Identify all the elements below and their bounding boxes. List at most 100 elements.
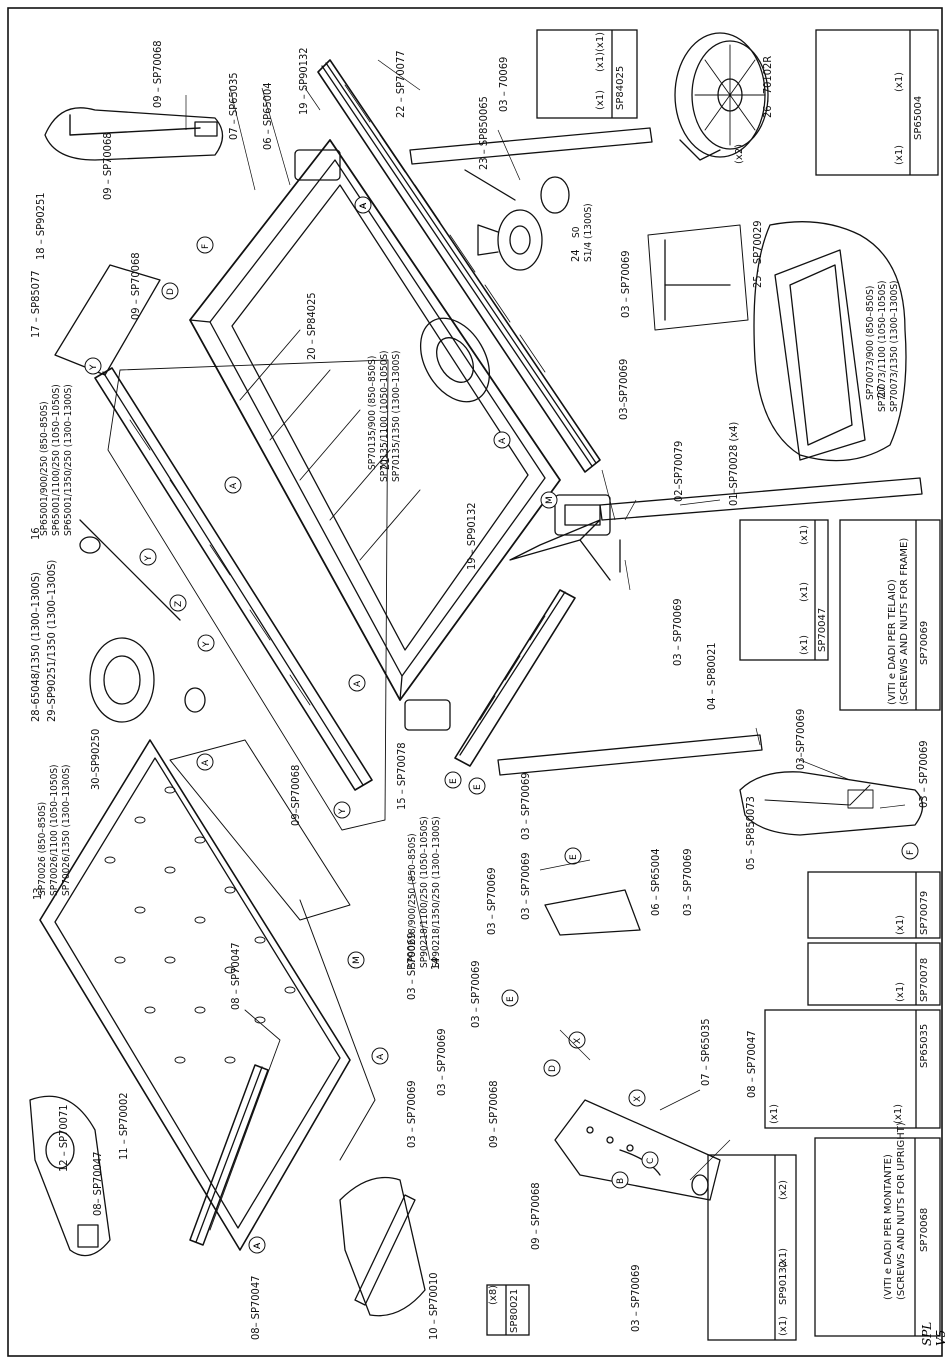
box-sp65035-code: SP65035 [919,1023,930,1068]
pin-09-drawing [44,107,224,161]
box-70102r-q: (x2) [734,143,745,164]
variant-13-b: SP70026/1100 (1050–1050S) [49,764,60,896]
variant-13-a: SP70026 (850–850S) [37,801,48,896]
label-03-70069-top: 03 – 70069 [497,56,510,112]
variant-14-a: SP90218/900/250 (850–850S) [407,833,418,968]
box-sp70068-line2: (SCREWS AND NUTS FOR UPRIGHT) [896,1122,907,1300]
callout-letter: D [166,288,176,295]
variant-16-c: SP65001/1350/250 (1300–1300S) [63,384,74,536]
label-24: 24 [569,249,582,262]
label-19-sp90132-top: 19 – SP90132 [297,47,310,115]
legs-drawing [409,127,923,776]
label-03-sp70069-c3: 03 – SP70069 [681,848,694,916]
variant-27-a: SP70073/900 (850–850S) [865,285,876,400]
box-sp70078-code: SP70078 [919,957,930,1002]
callout-markers [84,196,919,1254]
variant-13-c: SP70026/1350 (1300–1300S) [61,764,72,896]
callout-letter: Y [338,808,348,815]
left-rail-drawing [94,359,389,831]
box-sp65004-code: SP65004 [913,95,924,140]
label-03-sp70069-c1: 03 – SP70069 [519,772,532,840]
box-sp70069-code: SP70069 [919,620,930,665]
label-12-sp70071: 12 – SP70071 [57,1104,70,1172]
label-09-sp70068-e: 09 – SP70068 [487,1080,500,1148]
box-sp70069-line2: (SCREWS AND NUTS FOR FRAME) [899,537,910,705]
joint-brackets-drawing [294,149,611,731]
variant-14-b: SP90218/1100/250 (1050–1050S) [419,816,430,968]
box-sp70047-q3: (x1) [799,524,810,545]
callout-letter: A [229,482,239,489]
side-plate-drawing [544,889,721,1201]
label-08-sp70047-d: 08– SP70047 [249,1275,262,1340]
sheet-border [7,7,943,1357]
box-sp84025-q1: (x1) [595,89,606,110]
box-sp65035-q1: (x1) [769,1103,780,1124]
variant-21-b: SP70135/1100 (1050–1050S) [379,350,390,482]
label-25-sp70029: 25 – SP70029 [751,220,764,288]
label-03-sp70069-joint: 03–SP70069 [617,358,630,420]
label-03-sp70069-leg: 03 – SP70069 [671,598,684,666]
label-08-sp70047-a: 08 – SP70047 [229,942,242,1010]
variant-21-a: SP70135/900 (850–850S) [367,355,378,470]
box-sp65004-q1: (x1) [894,144,905,165]
label-09-sp70068-top: 09 – SP70068 [151,40,164,108]
box-sp70068-line1: (VITI e DADI PER MONTANTE) [883,1154,894,1300]
callout-letter: D [548,1065,558,1072]
box-sp90132-q3: (x2) [778,1179,789,1200]
callout-letter: M [545,496,555,504]
callout-letter: X [633,1095,643,1102]
cover-17-drawing [54,264,161,376]
variant-24-b: S1/4 (1300S) [583,203,594,262]
label-09-sp70068-d: 09–SP70068 [289,764,302,826]
callout-letter: M [352,956,362,964]
callout-letter: X [573,1037,583,1044]
label-03-sp70069-bot: 03 – SP70069 [629,1264,642,1332]
label-03-sp70069-c2: 03 – SP70069 [519,852,532,920]
variant-21-c: SP70135/1350 (1300–1300S) [391,350,402,482]
label-19-sp90132-mid: 19 – SP90132 [465,502,478,570]
box-sp80021-code: SP80021 [509,1288,520,1333]
callout-letter: A [498,437,508,444]
callout-letter: A [353,680,363,687]
callout-letter: B [616,1177,626,1184]
callout-letter: E [473,784,483,790]
callout-letter: A [376,1053,386,1060]
label-09-sp70068-b: 09 – SP70068 [101,132,114,200]
callout-letter: Z [174,600,184,607]
label-06-sp65004-mid: 06 – SP65004 [649,848,662,916]
box-sp84025-q3: (x1) [595,31,606,52]
label-17-sp85077: 17 – SP85077 [29,270,42,338]
short-rail-drawing [454,589,576,767]
perforated-table-drawing [39,739,376,1251]
label-11-sp70002: 11 – SP70002 [117,1092,130,1160]
variant-16-a: SP65001/900/250 (850–850S) [39,401,50,536]
box-sp70068-code: SP70068 [919,1207,930,1252]
variant-14-c: SP90218/1350/250 (1300–1300S) [431,816,442,968]
callout-letter: C [646,1157,656,1164]
label-03-sp70069-mid: 03 – SP70069 [619,250,632,318]
label-26-70102r: 26 – 70102R [761,55,774,118]
box-sp70047-q2: (x1) [799,581,810,602]
callout-letter: F [201,243,211,249]
box-sp70078-q: (x1) [895,981,906,1002]
label-03-sp70069-c5: 03 – SP70069 [469,960,482,1028]
label-07-sp65035-mid: 07 – SP65035 [699,1018,712,1086]
label-10-sp70010: 10 – SP70010 [427,1272,440,1340]
pulley-drawing [79,519,206,723]
parts-box-frames [486,29,941,1341]
callout-letter: F [906,849,916,855]
sprayer-25-drawing [647,224,749,331]
variant-27-b: SP70073/1100 (1050–1050S) [877,280,888,412]
label-09-sp70068-c: 09 – SP70068 [129,252,142,320]
box-sp70079-code: SP70079 [919,890,930,935]
callout-letter: E [449,778,459,784]
box-sp70069-line1: (VITI e DADI PER TELAIO) [887,579,898,705]
label-08-sp70047-b: 08 – SP70047 [745,1030,758,1098]
label-18-sp90251: 18 – SP90251 [34,192,47,260]
main-frame-drawing [189,139,561,701]
box-sp65004-q2: (x1) [894,71,905,92]
wheel-drawing [674,32,769,161]
label-15-sp70078: 15 – SP70078 [395,742,408,810]
rail-10-drawing [339,1176,426,1317]
variant-16-b: SP65001/1100/250 (1050–1050S) [51,384,62,536]
